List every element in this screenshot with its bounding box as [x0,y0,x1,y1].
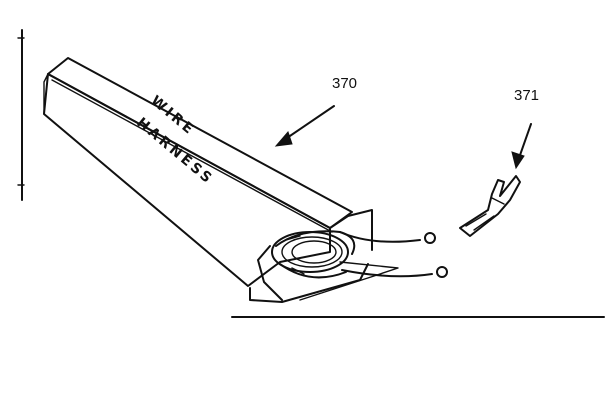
callout-371-label: 371 [514,87,539,104]
terminal-connector [459,175,521,237]
left-edge-line [17,29,25,201]
callout-370: 370 [274,75,357,147]
wire-harness-box: WIRE HARNESS [43,57,448,303]
callout-371: 371 [511,87,539,170]
wire-leads [339,231,448,278]
coiled-wire [271,230,356,279]
callout-370-label: 370 [332,75,357,92]
